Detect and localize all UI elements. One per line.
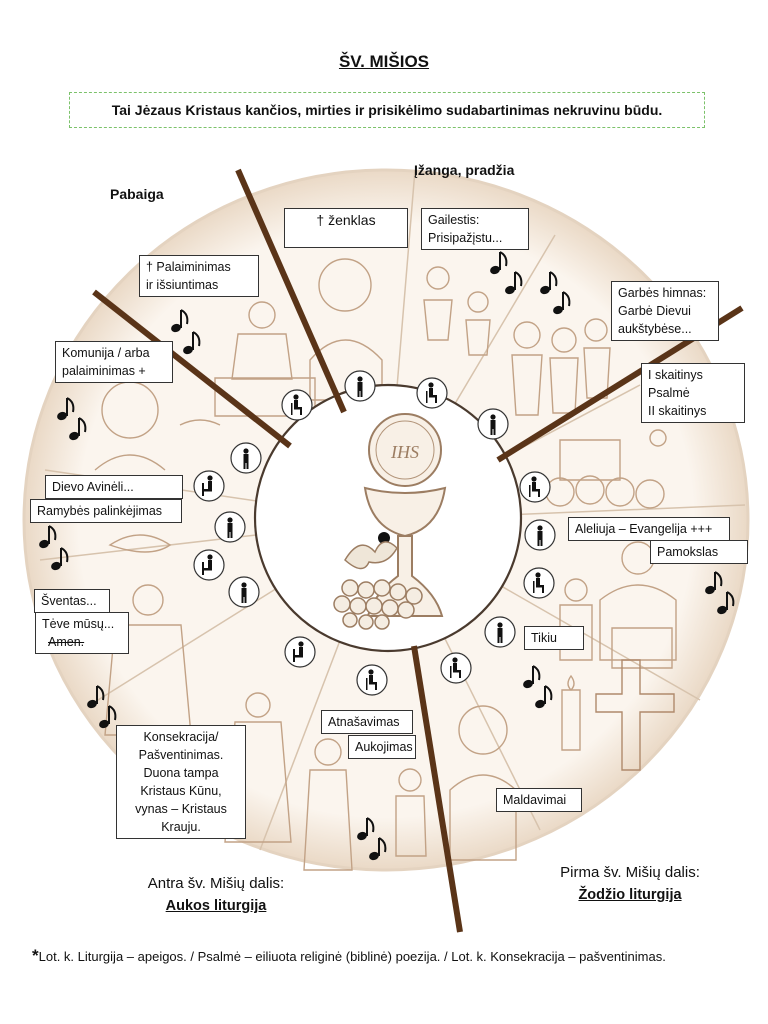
sitting-person-icon: [440, 652, 472, 684]
part-second: Antra šv. Mišių dalis: Aukos liturgija: [147, 875, 285, 914]
standing-person-icon: [484, 616, 516, 648]
standing-person-icon: [230, 442, 262, 474]
standing-person-icon: [524, 519, 556, 551]
standing-person-icon: [477, 408, 509, 440]
ihs-monogram: IHS: [390, 442, 419, 462]
subtitle-box: Tai Jėzaus Kristaus kančios, mirties ir …: [69, 92, 705, 128]
spoke-parts: [411, 645, 463, 933]
sitting-person-icon: [281, 389, 313, 421]
kneeling-person-icon: [193, 549, 225, 581]
sitting-person-icon: [519, 471, 551, 503]
label-blessing: † Palaiminimas ir išsiuntimas: [139, 255, 259, 297]
kneeling-person-icon: [284, 636, 316, 668]
section-start-label: Įžanga, pradžia: [414, 162, 515, 178]
label-repentance: Gailestis: Prisipažįstu...: [421, 208, 529, 250]
page-title: ŠV. MIŠIOS: [338, 52, 430, 71]
label-creed: Tikiu: [524, 626, 584, 650]
illustration-sketches: [94, 258, 677, 871]
standing-person-icon: [228, 576, 260, 608]
label-holy: Šventas...: [34, 589, 110, 613]
sitting-person-icon: [523, 567, 555, 599]
label-gloria: Garbės himnas: Garbė Dievui aukštybėse..…: [611, 281, 719, 341]
label-communion: Komunija / arba palaiminimas +: [55, 341, 173, 383]
label-prayers: Maldavimai: [496, 788, 582, 812]
label-our-father: Tėve mūsų... Amen.: [35, 612, 129, 654]
label-sacrifice: Aukojimas: [348, 735, 416, 759]
label-readings: I skaitinys Psalmė II skaitinys: [641, 363, 745, 423]
sitting-person-icon: [416, 377, 448, 409]
kneeling-person-icon: [193, 470, 225, 502]
label-peace: Ramybės palinkėjimas: [30, 499, 182, 523]
part-first: Pirma šv. Mišių dalis: Žodžio liturgija: [560, 864, 700, 903]
label-alleluia: Aleliuja – Evangelija +++: [568, 517, 730, 541]
footnote: *Lot. k. Liturgija – apeigos. / Psalmė –…: [32, 946, 666, 965]
label-sermon: Pamokslas: [650, 540, 748, 564]
section-spokes: [92, 168, 744, 933]
grapes-icon: [333, 541, 423, 630]
label-consecration: Konsekracija/ Pašventinimas. Duona tampa…: [116, 725, 246, 839]
section-end-label: Pabaiga: [110, 186, 164, 202]
sitting-person-icon: [356, 664, 388, 696]
standing-person-icon: [214, 511, 246, 543]
label-lamb-of-god: Dievo Avinėli...: [45, 475, 183, 499]
label-offering: Atnašavimas: [321, 710, 413, 734]
standing-person-icon: [344, 370, 376, 402]
spoke-start-end: [235, 168, 347, 414]
label-cross-sign: † ženklas: [284, 208, 408, 248]
spoke-communion: [92, 289, 292, 449]
subtitle-text: Tai Jėzaus Kristaus kančios, mirties ir …: [111, 102, 663, 118]
